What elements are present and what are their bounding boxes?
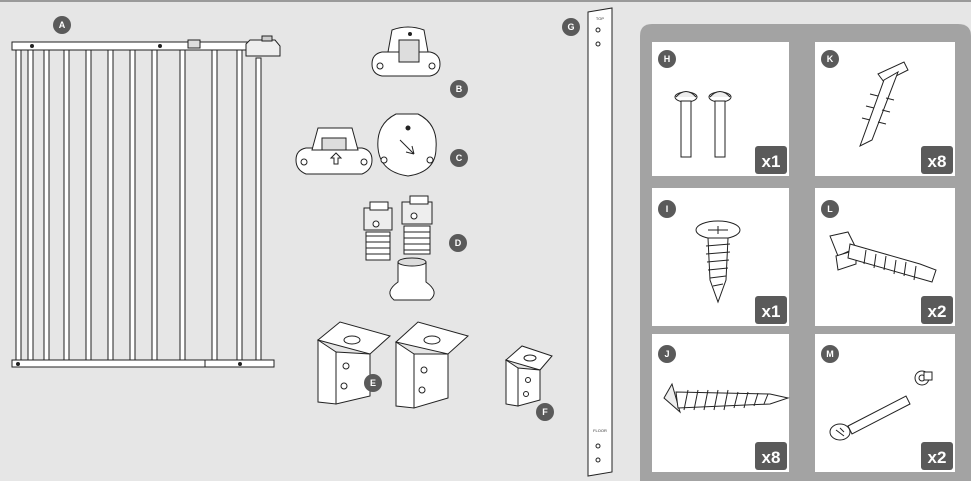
badge-g: G [562, 18, 580, 36]
badge-h: H [658, 50, 676, 68]
svg-text:x8: x8 [762, 448, 781, 467]
rail-floor-label: FLOOR [593, 428, 607, 433]
badge-j: J [658, 345, 676, 363]
bracket-f-illustration [506, 346, 552, 406]
svg-text:x1: x1 [762, 152, 781, 171]
spindle-d-illustration [364, 196, 434, 300]
svg-text:A: A [59, 20, 66, 30]
badge-a: A [53, 16, 71, 34]
badge-e: E [364, 374, 382, 392]
svg-text:H: H [664, 54, 671, 64]
svg-text:F: F [542, 407, 548, 417]
badge-d: D [449, 234, 467, 252]
svg-text:x1: x1 [762, 302, 781, 321]
qty-tag-i: x1 [755, 296, 787, 324]
svg-text:x2: x2 [928, 448, 947, 467]
qty-tag-j: x8 [755, 442, 787, 470]
svg-text:J: J [664, 349, 669, 359]
svg-text:B: B [456, 84, 463, 94]
qty-tag-h: x1 [755, 146, 787, 174]
badge-b: B [450, 80, 468, 98]
svg-text:C: C [456, 153, 463, 163]
badge-l: L [821, 200, 839, 218]
svg-text:x2: x2 [928, 302, 947, 321]
rail-g-illustration [588, 8, 612, 476]
svg-text:M: M [826, 349, 834, 359]
badge-c: C [450, 149, 468, 167]
gate-illustration [12, 36, 280, 367]
svg-text:K: K [827, 54, 834, 64]
svg-text:x8: x8 [928, 152, 947, 171]
svg-text:E: E [370, 378, 376, 388]
qty-tag-k: x8 [921, 146, 953, 174]
svg-text:D: D [455, 238, 462, 248]
wall-cups-c-illustration [296, 114, 436, 176]
qty-tag-m: x2 [921, 442, 953, 470]
qty-tag-l: x2 [921, 296, 953, 324]
badge-m: M [821, 345, 839, 363]
brackets-e-illustration [318, 322, 468, 408]
badge-i: I [658, 200, 676, 218]
rail-top-label: TOP [596, 16, 604, 21]
svg-text:L: L [827, 204, 833, 214]
svg-text:I: I [666, 204, 669, 214]
badge-k: K [821, 50, 839, 68]
svg-text:G: G [567, 22, 574, 32]
wall-cup-b-illustration [372, 27, 440, 76]
badge-f: F [536, 403, 554, 421]
